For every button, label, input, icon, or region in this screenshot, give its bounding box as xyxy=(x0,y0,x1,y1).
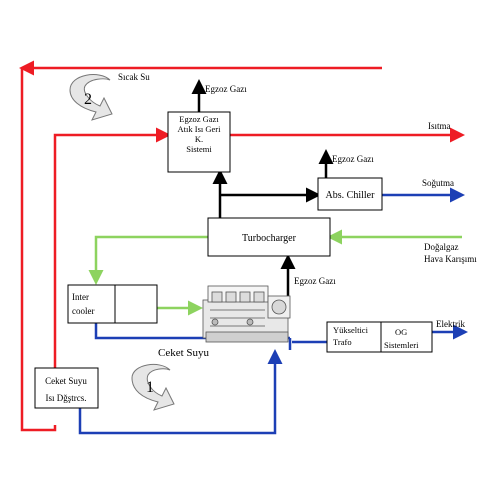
waste-heat-label-line3: K. xyxy=(195,134,203,144)
ceket-hx-label-line1: Ceket Suyu xyxy=(45,376,87,386)
circuit-2-label: 2 xyxy=(84,91,92,108)
circuit-1-rotation-arrow: 1 xyxy=(131,363,175,411)
jacket-water-heat-exchanger-box: Ceket Suyu Isı Dğştrcs. xyxy=(34,367,99,409)
natural-gas-label-line2: Hava Karışımı xyxy=(424,254,477,264)
intercooler-label-line1: Inter xyxy=(72,292,89,302)
waste-heat-label-line1: Egzoz Gazı xyxy=(179,114,219,124)
intercooler-box: Inter cooler xyxy=(67,284,158,324)
circuit-2-rotation-arrow: 2 xyxy=(69,74,113,121)
natural-gas-label-line1: Doğalgaz xyxy=(424,242,458,252)
turbocharger-box: Turbocharger xyxy=(207,217,331,257)
exhaust-chiller-label: Egzoz Gazı xyxy=(332,154,374,164)
ceket-hx-label-line2: Isı Dğştrcs. xyxy=(46,393,87,403)
circuit-1-label: 1 xyxy=(146,379,154,396)
gas-engine-illustration xyxy=(202,285,291,343)
exhaust-lines xyxy=(191,79,334,296)
waste-heat-recovery-box: Egzoz Gazı Atık Isı Geri K. Sistemi xyxy=(167,111,231,173)
hot-water-supply-line xyxy=(53,127,171,368)
intercooler-label-line2: cooler xyxy=(72,306,95,316)
trafo-label-line1: Yükseltici xyxy=(333,325,369,335)
waste-heat-label-line4: Sistemi xyxy=(186,144,212,154)
hot-water-lines xyxy=(19,60,465,432)
sicak-su-label: Sıcak Su xyxy=(118,72,150,82)
chiller-label: Abs. Chiller xyxy=(326,190,376,201)
absorption-chiller-box: Abs. Chiller xyxy=(317,177,383,211)
exhaust-top-label: Egzoz Gazı xyxy=(205,84,247,94)
hot-water-left-riser xyxy=(20,68,57,432)
electricity-label: Elektrik xyxy=(436,319,465,329)
trafo-label-line2: Trafo xyxy=(333,337,352,347)
heating-label: Isıtma xyxy=(428,121,451,131)
jacket-water-return xyxy=(78,349,283,435)
cooling-label: Soğutma xyxy=(422,178,454,188)
gas-mix-lines xyxy=(88,229,462,316)
turbo-to-intercooler-line xyxy=(88,235,208,285)
og-label-line1: OG xyxy=(395,327,407,337)
og-label-line2: Sistemleri xyxy=(384,340,419,350)
turbocharger-label: Turbocharger xyxy=(242,233,297,244)
jacket-water-label: Ceket Suyu xyxy=(158,347,210,359)
waste-heat-label-line2: Atık Isı Geri xyxy=(178,124,222,134)
trafo-og-box: Yükseltici Trafo OG Sistemleri xyxy=(326,321,433,353)
exhaust-engine-label: Egzoz Gazı xyxy=(294,276,336,286)
